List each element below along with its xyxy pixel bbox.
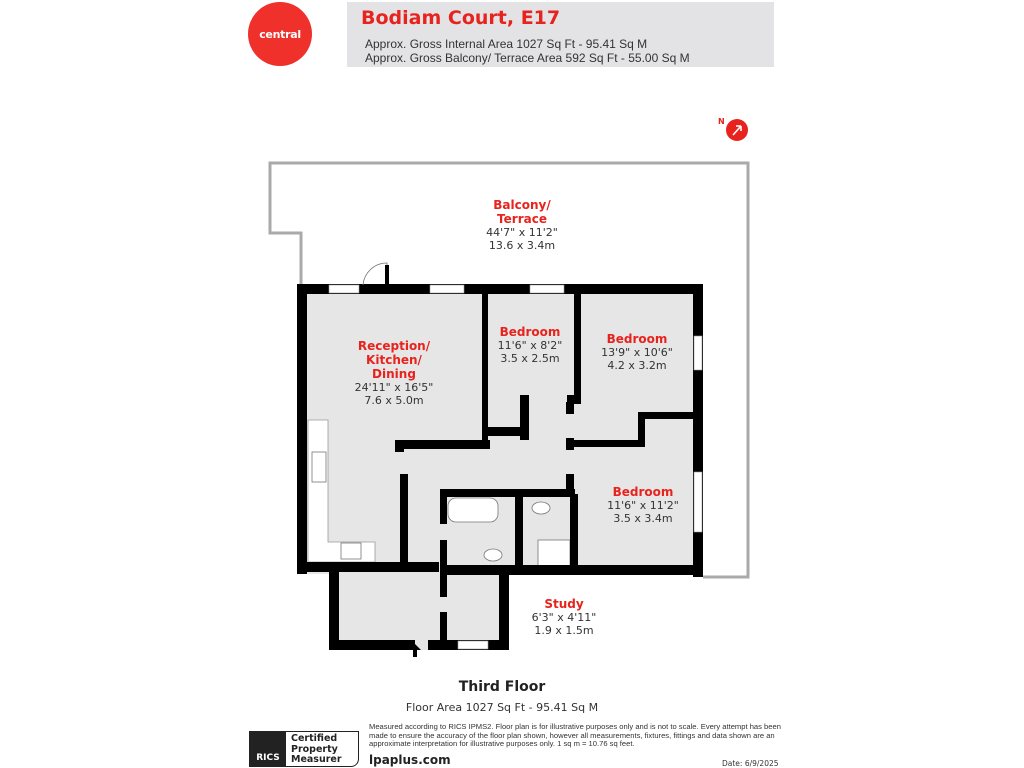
internal-area: Approx. Gross Internal Area 1027 Sq Ft -… bbox=[365, 37, 648, 51]
rics-logo: RICS bbox=[250, 732, 286, 766]
floor-name: Third Floor bbox=[458, 679, 546, 695]
floor-area: Floor Area 1027 Sq Ft - 95.41 Sq M bbox=[405, 701, 599, 714]
toilet-icon bbox=[531, 501, 551, 515]
windows bbox=[328, 284, 703, 650]
north-label: N bbox=[718, 117, 725, 126]
room-label-reception: Reception/ Kitchen/ Dining 24'11" x 16'5… bbox=[355, 339, 434, 407]
room-imperial: 13'9" x 10'6" bbox=[601, 346, 673, 359]
room-name: Bedroom bbox=[606, 332, 668, 346]
hob-icon bbox=[340, 542, 362, 560]
room-metric: 3.5 x 2.5m bbox=[500, 352, 560, 365]
room-imperial: 24'11" x 16'5" bbox=[354, 381, 434, 394]
brand-logo: central bbox=[248, 2, 312, 66]
badge-line: Measurer bbox=[291, 754, 342, 765]
shower-icon bbox=[537, 539, 571, 567]
room-name: Balcony/ Terrace bbox=[493, 198, 551, 226]
room-label-study: Study 6'3" x 4'11" 1.9 x 1.5m bbox=[532, 597, 597, 637]
room-name: Bedroom bbox=[499, 325, 561, 339]
disclaimer: Measured according to RICS IPMS2. Floor … bbox=[369, 722, 781, 748]
room-label-bedroom-2: Bedroom 13'9" x 10'6" 4.2 x 3.2m bbox=[601, 332, 673, 372]
room-metric: 3.5 x 3.4m bbox=[613, 512, 673, 525]
room-imperial: 11'6" x 11'2" bbox=[607, 499, 679, 512]
room-name: Study bbox=[544, 597, 584, 611]
sink-icon bbox=[311, 451, 327, 483]
logo-text: central bbox=[259, 27, 301, 41]
badge-line: Property bbox=[291, 743, 338, 755]
walls bbox=[297, 284, 703, 650]
room-imperial: 11'6" x 8'2" bbox=[497, 339, 563, 352]
room-label-bedroom-3: Bedroom 11'6" x 11'2" 3.5 x 3.4m bbox=[607, 485, 679, 525]
balcony-outline bbox=[268, 161, 750, 579]
toilet-icon bbox=[483, 548, 503, 562]
badge-line: Certified bbox=[291, 733, 338, 744]
room-metric: 1.9 x 1.5m bbox=[534, 624, 594, 637]
website-link[interactable]: lpaplus.com bbox=[369, 753, 451, 767]
room-label-balcony: Balcony/ Terrace 44'7" x 11'2" 13.6 x 3.… bbox=[486, 198, 558, 252]
room-metric: 13.6 x 3.4m bbox=[488, 239, 556, 252]
plan-date: Date: 6/9/2025 bbox=[722, 759, 779, 768]
rics-text: RICS bbox=[256, 753, 280, 763]
bathtub-icon bbox=[447, 497, 499, 523]
property-title: Bodiam Court, E17 bbox=[361, 7, 561, 29]
room-metric: 4.2 x 3.2m bbox=[607, 359, 667, 372]
room-metric: 7.6 x 5.0m bbox=[364, 394, 424, 407]
floor-entrance bbox=[329, 565, 509, 650]
header-panel: Bodiam Court, E17 Approx. Gross Internal… bbox=[347, 2, 774, 67]
room-name: Bedroom bbox=[612, 485, 674, 499]
north-arrow-icon: N bbox=[718, 117, 748, 141]
room-label-bedroom-1: Bedroom 11'6" x 8'2" 3.5 x 2.5m bbox=[498, 325, 563, 365]
room-name: Reception/ Kitchen/ Dining bbox=[357, 339, 431, 381]
entrance-arrow-icon bbox=[409, 644, 421, 657]
balcony-area: Approx. Gross Balcony/ Terrace Area 592 … bbox=[365, 51, 690, 65]
room-imperial: 44'7" x 11'2" bbox=[486, 226, 558, 239]
balcony-door-icon bbox=[362, 262, 388, 286]
rics-badge: RICS Certified Property Measurer bbox=[249, 731, 359, 767]
room-imperial: 6'3" x 4'11" bbox=[531, 611, 597, 624]
door-frame bbox=[385, 265, 389, 285]
